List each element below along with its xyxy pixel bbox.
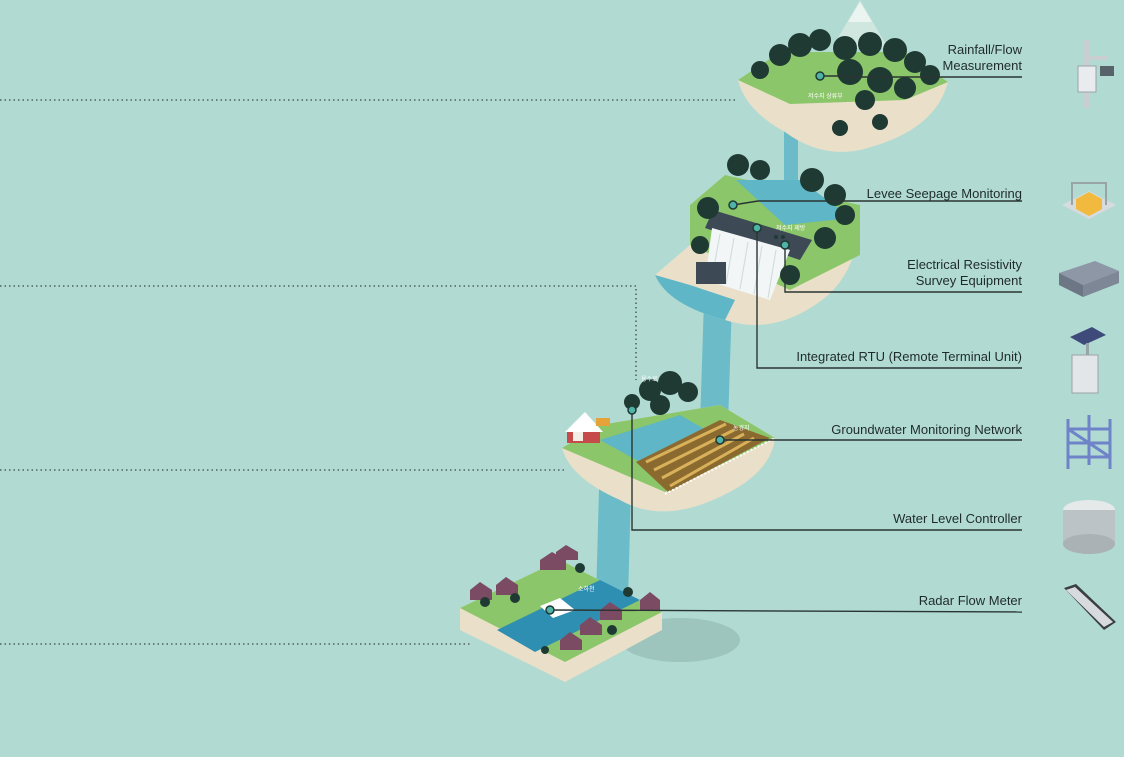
label-rainfall-flow: Rainfall/Flow Measurement xyxy=(943,42,1022,74)
trees-village xyxy=(480,563,633,654)
marker-radar xyxy=(545,605,555,615)
solar-rtu-cabinet-icon xyxy=(1070,327,1106,394)
label-rainfall-line1: Rainfall/Flow xyxy=(947,42,1022,57)
marker-rtu xyxy=(752,223,762,233)
guide-line-reservoir xyxy=(0,285,637,380)
island-farmland xyxy=(562,371,776,512)
water-tank-icon xyxy=(1063,500,1115,554)
leader-lines xyxy=(549,75,1023,613)
island-upstream xyxy=(738,0,948,152)
marker-groundwater xyxy=(715,435,725,445)
label-resistivity-line2: Survey Equipment xyxy=(915,273,1022,288)
label-integrated-rtu: Integrated RTU (Remote Terminal Unit) xyxy=(796,349,1022,364)
label-electrical-resistivity: Electrical Resistivity Survey Equipment xyxy=(907,257,1022,289)
left-dotted-guides xyxy=(0,99,738,645)
label-water-level-controller: Water Level Controller xyxy=(893,511,1022,526)
island-village xyxy=(460,545,740,682)
sensor-markers xyxy=(545,71,825,615)
tag-reservoir-levee: 저수지 제방 xyxy=(776,224,806,232)
label-levee-seepage: Levee Seepage Monitoring xyxy=(866,186,1022,201)
marker-levee xyxy=(728,200,738,210)
stream-middle xyxy=(700,300,732,425)
marker-water-level xyxy=(627,405,637,415)
marker-resistivity xyxy=(780,240,790,250)
houses xyxy=(470,545,660,650)
label-rainfall-line2: Measurement xyxy=(942,58,1022,73)
resistivity-device-icon xyxy=(1059,261,1119,297)
rain-gauge-pole-icon xyxy=(1077,40,1114,108)
label-resistivity-line1: Electrical Resistivity xyxy=(907,257,1022,272)
leader-rtu xyxy=(756,228,1022,369)
leader-radar xyxy=(549,609,1023,613)
map-tags: 저수지 상류부 저수지 제방 용수로 농경지 소하천 xyxy=(578,92,843,593)
radar-panel-icon xyxy=(1064,584,1116,630)
tag-irrigation-canal: 용수로 xyxy=(641,376,658,383)
trees-upstream xyxy=(751,29,940,136)
groundwater-well-frame-icon xyxy=(1066,415,1112,469)
tag-reservoir-upstream: 저수지 상류부 xyxy=(808,92,843,100)
leader-water-level xyxy=(631,410,1022,531)
seepage-sensor-box-icon xyxy=(1062,182,1116,219)
trees-farmland xyxy=(624,371,698,415)
levee-stripes xyxy=(711,233,777,299)
leader-levee xyxy=(732,200,1022,206)
tag-farmland: 농경지 xyxy=(733,424,750,432)
label-groundwater-network: Groundwater Monitoring Network xyxy=(831,422,1022,437)
leader-resistivity xyxy=(784,245,1022,293)
label-radar-flow-meter: Radar Flow Meter xyxy=(918,593,1022,608)
tag-small-river: 소하천 xyxy=(578,585,595,593)
leader-rainfall xyxy=(820,75,1022,78)
marker-rainfall xyxy=(815,71,825,81)
crop-rows xyxy=(645,422,755,488)
